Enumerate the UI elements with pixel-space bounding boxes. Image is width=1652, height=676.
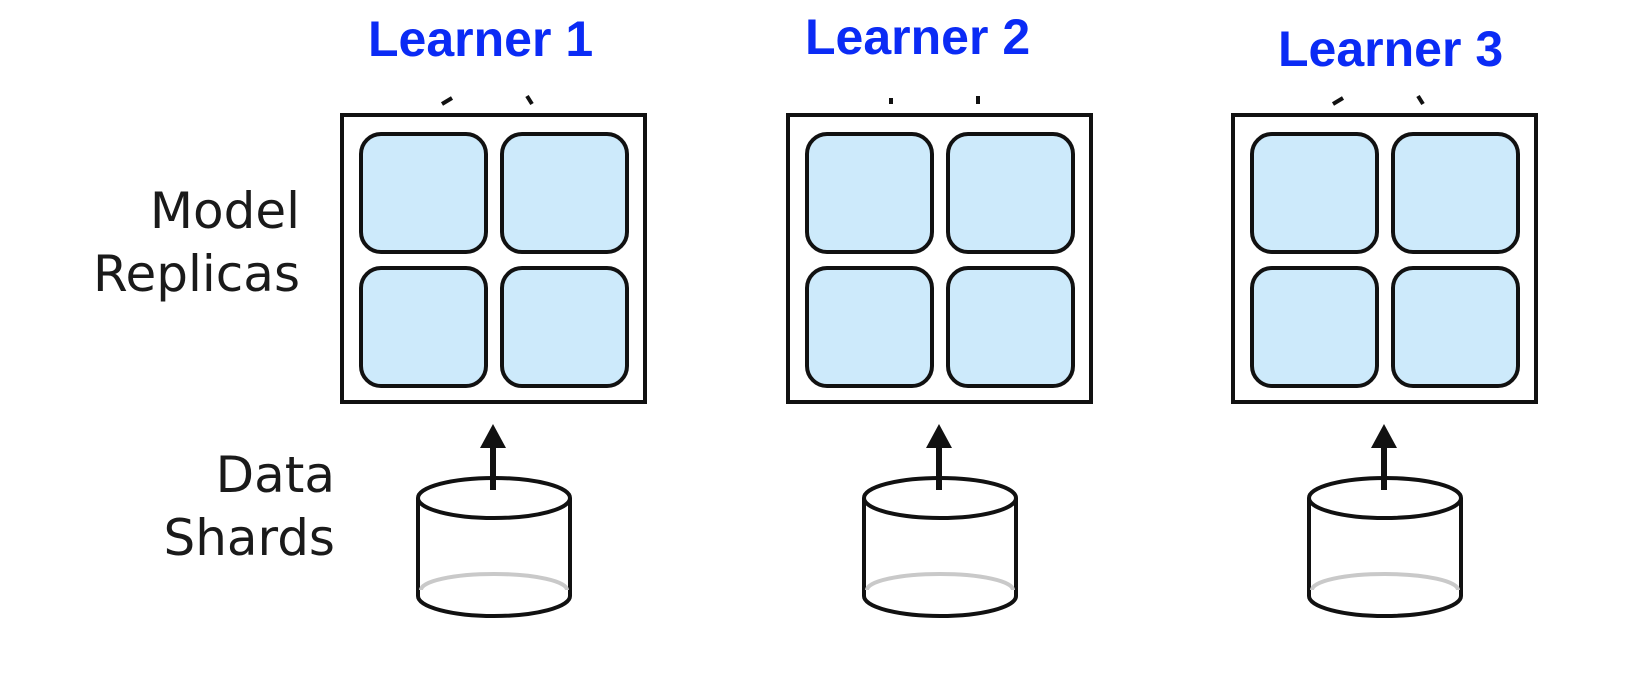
- up-arrow-icon: [926, 424, 952, 448]
- model-replica-tile: [946, 132, 1075, 254]
- top-arrow-stub-icon: [525, 94, 534, 106]
- row-label-data-line2: Shards: [163, 508, 335, 567]
- learner-1: [340, 94, 647, 618]
- model-replica-tile: [805, 132, 934, 254]
- model-replica-tile: [500, 266, 629, 388]
- row-label-model-line1: Model: [149, 182, 300, 240]
- row-label-model-line2: Replicas: [93, 244, 300, 303]
- model-replica-tile: [805, 266, 934, 388]
- model-replica-tile: [500, 132, 629, 254]
- model-replica-tile: [1250, 266, 1379, 388]
- learner-title-2: Learner 2: [805, 9, 1031, 65]
- model-replica-tile: [359, 266, 488, 388]
- learner-3: [1231, 94, 1538, 618]
- up-arrow-icon: [1371, 424, 1397, 448]
- model-replica-tile: [1250, 132, 1379, 254]
- learner-2: [786, 96, 1093, 618]
- cylinder-shadow: [419, 572, 569, 591]
- learner-title-3: Learner 3: [1278, 21, 1504, 77]
- up-arrow-icon: [480, 424, 506, 448]
- cylinder-shadow: [1310, 572, 1460, 591]
- database-cylinder-icon: [1307, 498, 1463, 618]
- row-label-model-replicas: Model Replicas: [60, 180, 300, 305]
- top-arrow-stub-icon: [1416, 94, 1425, 106]
- learner-title-1: Learner 1: [368, 11, 594, 67]
- row-label-data-shards: Data Shards: [95, 444, 335, 569]
- top-arrow-stub-icon: [1331, 96, 1345, 106]
- top-arrow-stub-icon: [440, 96, 454, 106]
- cylinder-shadow: [865, 572, 1015, 591]
- model-replica-tile: [1391, 266, 1520, 388]
- row-label-data-line1: Data: [215, 446, 335, 504]
- database-cylinder-icon: [862, 498, 1018, 618]
- model-replica-tile: [359, 132, 488, 254]
- database-cylinder-icon: [416, 498, 572, 618]
- model-replica-tile: [1391, 132, 1520, 254]
- model-replica-tile: [946, 266, 1075, 388]
